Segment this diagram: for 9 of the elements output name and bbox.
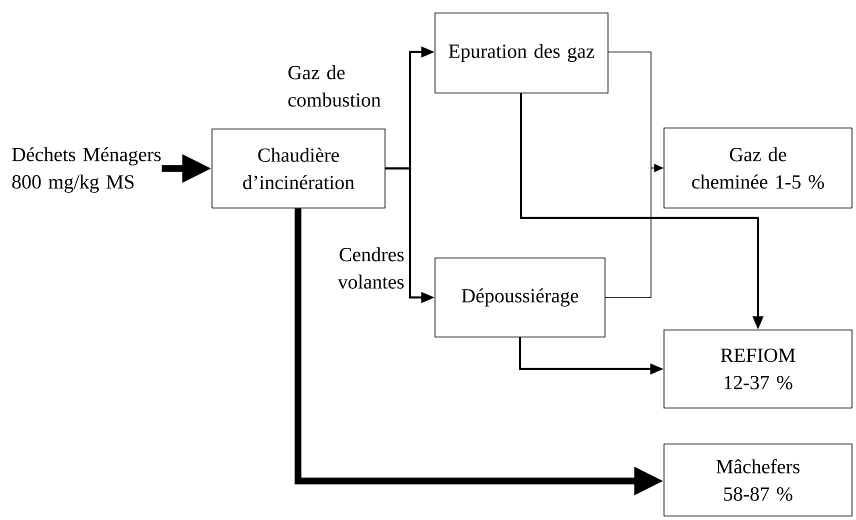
input-label: Déchets Ménagers 800 mg/kg MS xyxy=(12,147,161,193)
process-box: Mâchefers 58-87 % xyxy=(664,444,852,516)
process-box: REFIOM 12-37 % xyxy=(664,330,852,408)
process-box: Gaz de cheminée 1-5 % xyxy=(664,128,852,208)
process-box: Chaudière d’incinération xyxy=(212,128,386,208)
edge-label: Cendres volantes xyxy=(338,247,404,289)
process-box: Epuration des gaz xyxy=(434,12,608,94)
edge-label: Gaz de combustion xyxy=(288,65,381,107)
process-box: Dépoussiérage xyxy=(434,258,606,338)
